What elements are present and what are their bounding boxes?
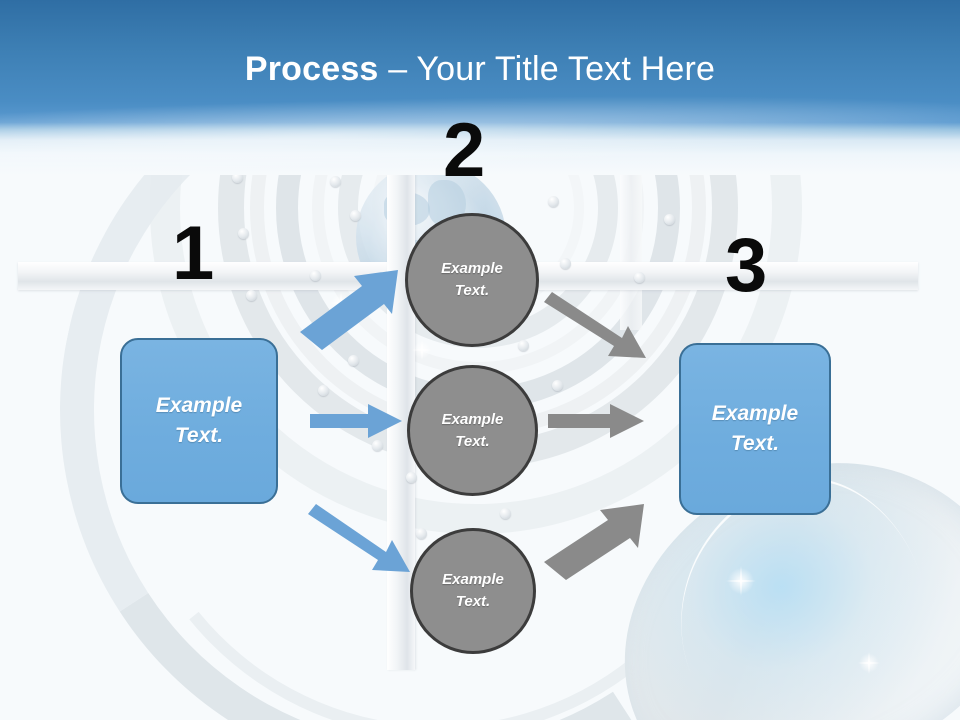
rivet [232, 172, 243, 183]
arrow-right-blue[interactable] [310, 404, 402, 438]
stage-left-box-label: Example Text. [155, 394, 243, 447]
arrow-down-right-gray[interactable] [544, 288, 656, 360]
stage-right-box-label: Example Text. [711, 402, 799, 455]
arrow-up-right-gray[interactable] [542, 500, 652, 580]
rivet [246, 290, 257, 301]
stage-middle-circle-1[interactable]: Example Text. [405, 213, 539, 347]
rivet [348, 355, 359, 366]
rivet [548, 196, 559, 207]
lens-flare [858, 652, 880, 674]
rivet [408, 148, 419, 159]
stage-middle-circle-1-label: Example Text. [441, 260, 503, 299]
stage-left-box[interactable]: Example Text. [120, 338, 278, 504]
stage-middle-circle-2-label: Example Text. [441, 410, 504, 450]
arrow-down-right-blue[interactable] [308, 500, 420, 574]
rivet [512, 160, 523, 171]
rivet [238, 228, 249, 239]
rivet [372, 440, 383, 451]
arrow-up-right-blue[interactable] [296, 270, 406, 350]
rivet [330, 176, 341, 187]
page-title: Process – Your Title Text Here [0, 48, 960, 90]
step-number-2: 2 [443, 108, 485, 193]
page-title-light: Your Title Text Here [416, 50, 716, 88]
stage-middle-circle-3-label: Example Text. [442, 571, 504, 610]
stage-middle-circle-2[interactable]: Example Text. [407, 365, 538, 496]
lens-flare [726, 566, 756, 596]
page-title-separator: – [378, 50, 417, 88]
stage-right-box[interactable]: Example Text. [679, 343, 831, 515]
page-title-strong: Process [244, 50, 379, 88]
rivet [552, 380, 563, 391]
rivet [406, 472, 417, 483]
arrow-right-gray[interactable] [548, 404, 644, 438]
rivet [318, 385, 329, 396]
stage-middle-circle-3[interactable]: Example Text. [410, 528, 536, 654]
rivet [266, 120, 277, 131]
rivet [634, 272, 645, 283]
rivet [350, 210, 361, 221]
step-number-3: 3 [725, 223, 767, 308]
step-number-1: 1 [172, 211, 214, 296]
rivet [664, 214, 675, 225]
rivet [518, 340, 529, 351]
lens-flare [412, 340, 432, 360]
rivet [500, 508, 511, 519]
rivet [600, 152, 611, 163]
rivet [560, 258, 571, 269]
